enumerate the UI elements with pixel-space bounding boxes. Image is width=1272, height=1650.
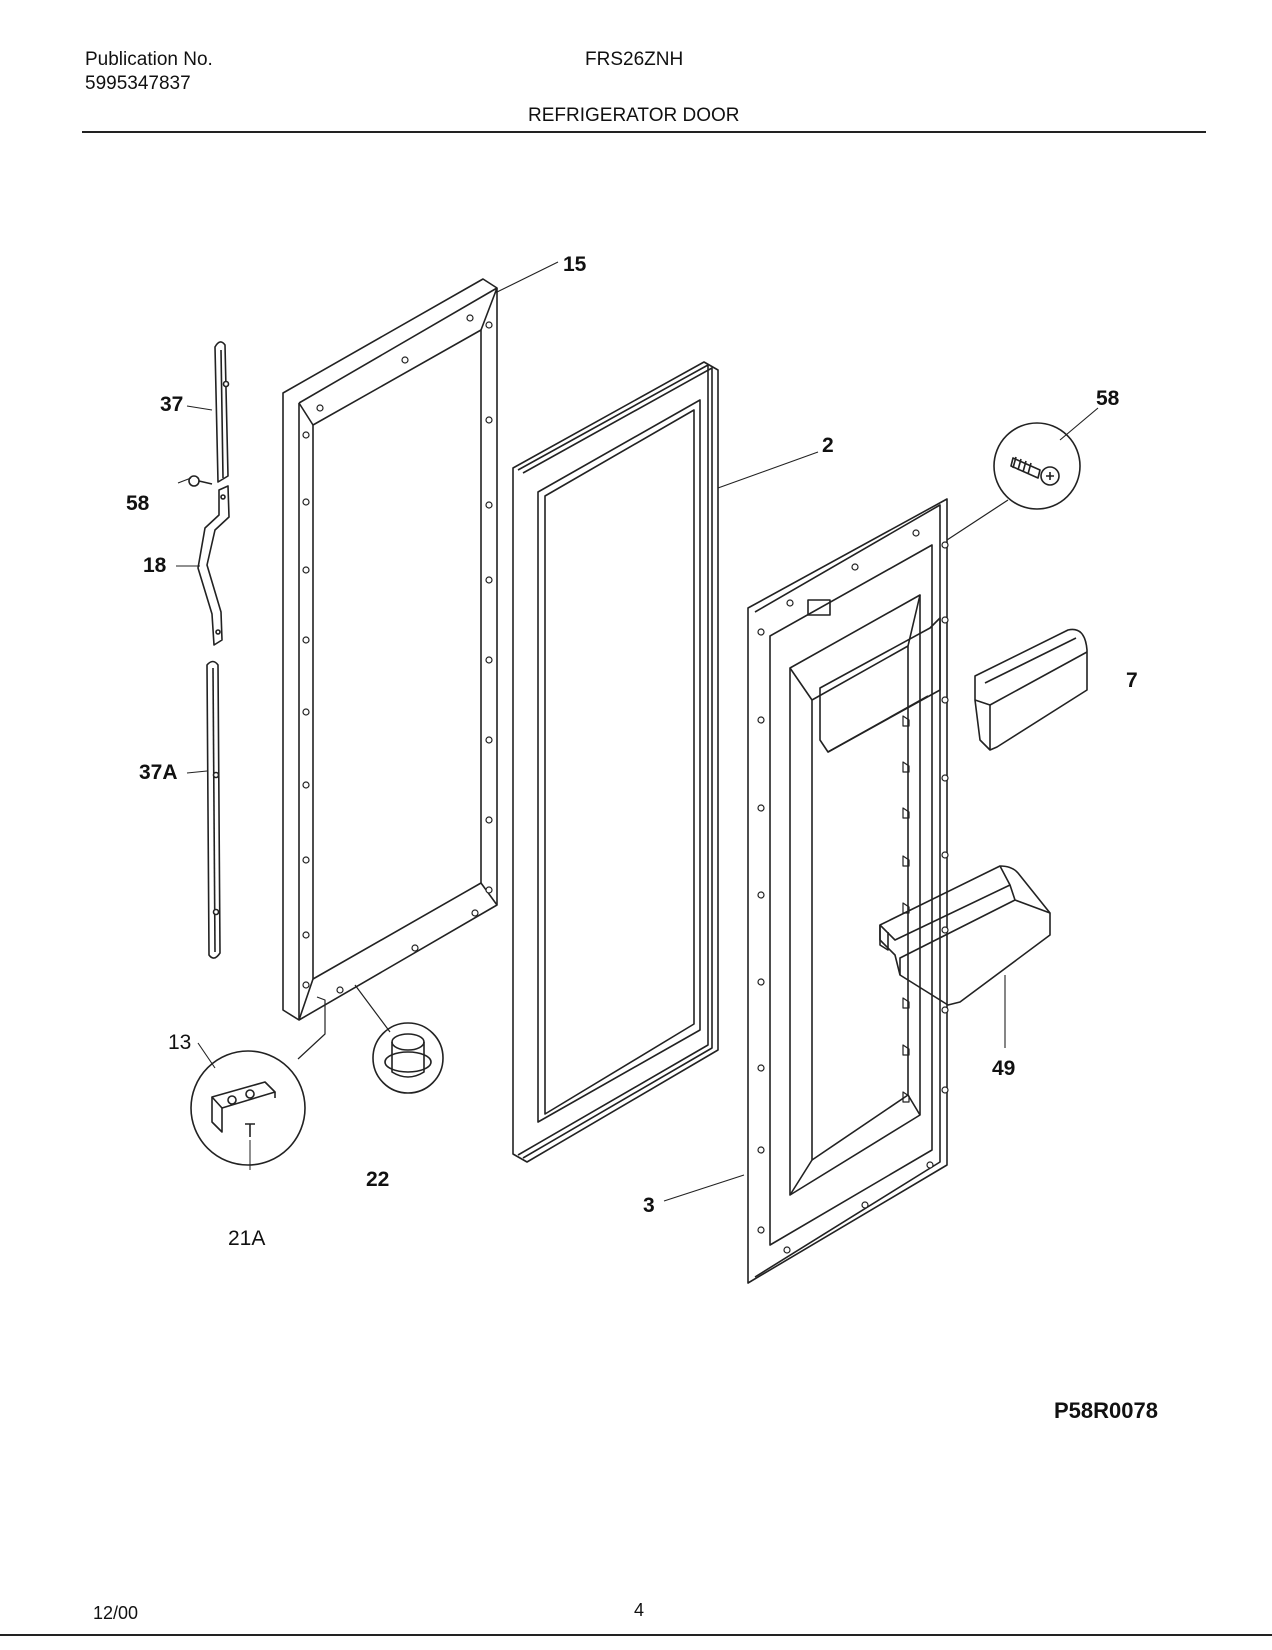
callout-7: 7 [1126, 669, 1138, 692]
callout-37: 37 [160, 393, 183, 416]
door-frame-15 [282, 278, 498, 1021]
callout-18: 18 [143, 554, 167, 577]
hinge-bracket-18 [197, 485, 230, 646]
callout-3: 3 [643, 1194, 655, 1217]
callout-49: 49 [992, 1057, 1015, 1080]
callout-13: 13 [168, 1031, 191, 1054]
callout-58-left: 58 [126, 492, 150, 515]
publication-number: 5995347837 [85, 73, 191, 94]
diagram-code: P58R0078 [1054, 1398, 1158, 1423]
hinge-detail-13 [190, 996, 326, 1170]
callout-22: 22 [366, 1168, 389, 1191]
footer-rule [0, 1634, 1272, 1636]
shelf-cover-7 [974, 628, 1088, 751]
bumper-detail-22 [354, 984, 444, 1094]
door-gasket-2 [512, 361, 719, 1163]
page-number: 4 [634, 1600, 645, 1620]
trim-strip-37a [206, 660, 221, 959]
callout-58-right: 58 [1096, 387, 1120, 410]
callout-21a: 21A [228, 1227, 265, 1250]
screw-58-left [188, 475, 213, 487]
section-title: REFRIGERATOR DOOR [528, 105, 740, 126]
screw-detail-58-right [946, 422, 1081, 541]
inner-door-liner-3 [747, 498, 949, 1284]
callout-2: 2 [822, 434, 834, 457]
header-rule [82, 131, 1206, 133]
publication-label: Publication No. [85, 49, 213, 70]
door-bin-49 [879, 865, 1051, 1006]
model-number: FRS26ZNH [585, 49, 684, 70]
trim-strip-37 [214, 341, 230, 483]
footer-date: 12/00 [93, 1603, 139, 1623]
callout-37a: 37A [139, 761, 178, 784]
callout-15: 15 [563, 253, 587, 276]
